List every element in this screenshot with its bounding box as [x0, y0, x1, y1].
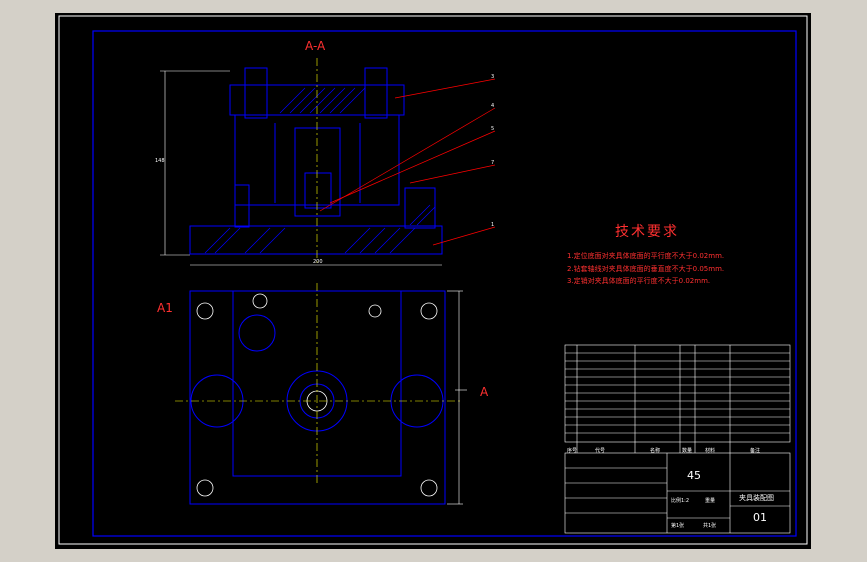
- part-number-5: 5: [491, 126, 495, 132]
- leader-lines: [319, 78, 496, 246]
- dim-height: 148: [155, 158, 165, 164]
- requirement-3: 3.定销对夹具体底面的平行度不大于0.02mm.: [567, 277, 711, 285]
- drawing-sheet: A-A A1 A 200 148 技术要求 1.定位底面对夹具体底面的平行度不大…: [55, 13, 811, 549]
- title-total: 共1张: [703, 523, 717, 529]
- inner-border: [92, 30, 797, 537]
- title-sheet: 第1张: [671, 523, 685, 529]
- outer-border: [58, 15, 808, 545]
- title-name: 夹具装配图: [739, 494, 774, 502]
- view-label-right: A: [480, 385, 489, 399]
- parts-list: [564, 344, 791, 453]
- part-number-7: 7: [491, 160, 495, 166]
- requirement-1: 1.定位底面对夹具体底面的平行度不大于0.02mm.: [567, 252, 725, 260]
- header-remark: 备注: [750, 448, 761, 454]
- view-label-left: A1: [157, 301, 173, 315]
- title-mass: 重量: [705, 498, 716, 504]
- part-number-1: 1: [491, 222, 495, 228]
- section-label: A-A: [305, 39, 326, 53]
- plan-view: [189, 290, 446, 505]
- header-name: 名称: [650, 448, 661, 454]
- section-hatching: [204, 87, 436, 254]
- plan-dimensions: [447, 290, 467, 505]
- header-qty: 数量: [682, 448, 693, 454]
- part-number-4: 4: [491, 103, 495, 109]
- section-dimensions: [160, 70, 442, 266]
- title-material: 45: [687, 469, 701, 482]
- tech-requirements-title: 技术要求: [615, 224, 679, 240]
- header-index: 序号: [567, 448, 578, 454]
- title-scale: 比例1:2: [671, 498, 690, 504]
- title-block: [564, 452, 791, 534]
- part-number-3: 3: [491, 74, 495, 80]
- title-drawing-no: 01: [753, 511, 767, 524]
- header-material: 材料: [705, 448, 716, 454]
- requirement-2: 2.钻套轴线对夹具体底面的垂直度不大于0.05mm.: [567, 265, 725, 273]
- plan-centerlines: [175, 283, 463, 483]
- dim-width: 200: [313, 259, 323, 265]
- cad-drawing: [58, 15, 808, 545]
- header-code: 代号: [595, 448, 606, 454]
